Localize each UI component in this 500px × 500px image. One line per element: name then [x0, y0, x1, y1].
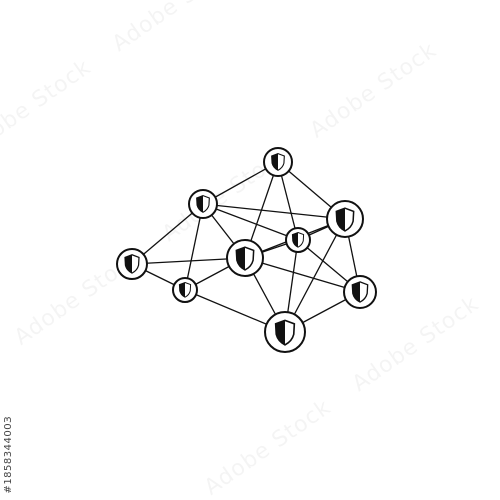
edge: [202, 203, 299, 241]
edge: [202, 203, 346, 220]
stock-image-id: #185834400З: [3, 416, 14, 494]
network-nodes: [116, 147, 377, 353]
edge: [244, 257, 361, 293]
node-top: [263, 147, 293, 177]
node-center: [226, 239, 264, 277]
node-upper-left: [188, 189, 218, 219]
node-bottom: [264, 311, 306, 353]
edge: [284, 218, 346, 333]
node-right-lower: [343, 275, 377, 309]
node-left: [116, 248, 148, 280]
node-center-small: [285, 227, 311, 253]
node-lower-left: [172, 277, 198, 303]
node-right-upper: [326, 200, 364, 238]
